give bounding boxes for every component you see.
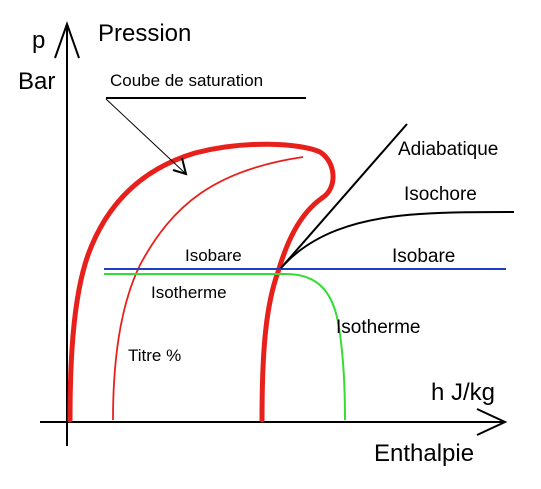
saturation-curve: [67, 141, 336, 423]
isochore-line: [280, 211, 515, 269]
isobar-outside-label: Isobare: [392, 246, 455, 267]
isotherm-inside-label: Isotherme: [151, 283, 227, 302]
y-axis-quantity: Pression: [98, 20, 191, 47]
isobar-inside-label: Isobare: [185, 246, 242, 265]
x-axis-quantity: Enthalpie: [374, 440, 474, 467]
isotherm-outside-label: Isotherme: [336, 317, 420, 338]
y-axis-unit: Bar: [18, 68, 55, 95]
quality-label: Titre %: [128, 346, 181, 365]
isochore-label: Isochore: [404, 184, 477, 205]
callout-pointer: [105, 98, 187, 175]
x-axis-unit: h J/kg: [431, 379, 495, 406]
adiabatic-label: Adiabatique: [398, 139, 498, 160]
y-axis-arrowhead: [54, 20, 80, 59]
isotherm-line: [104, 273, 346, 421]
saturation-curve-label: Coube de saturation: [110, 71, 263, 90]
callout-arrowhead: [172, 157, 188, 176]
x-axis-arrowhead: [476, 408, 508, 436]
adiabatic-line: [280, 123, 408, 269]
saturation-callout: [105, 97, 306, 176]
axes: [40, 20, 508, 446]
quality-curve: [112, 156, 304, 421]
y-axis-symbol: p: [32, 27, 45, 54]
